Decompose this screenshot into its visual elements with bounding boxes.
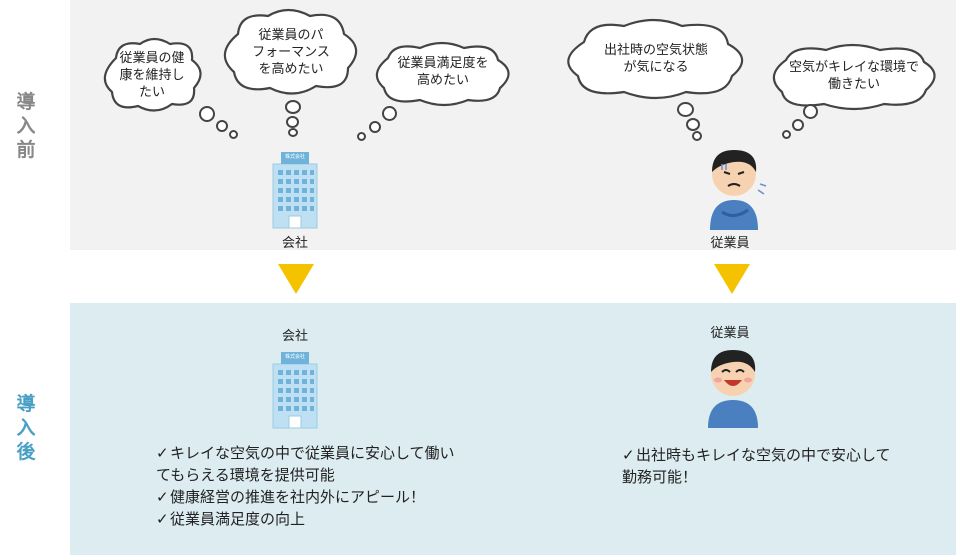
benefit-item: ✓出社時もキレイな空気の中で安心して 勤務可能！ xyxy=(622,444,932,488)
employee-caption: 従業員 xyxy=(710,326,750,341)
benefit-item: ✓従業員満足度の向上 xyxy=(156,508,516,530)
worried-employee-icon xyxy=(700,142,770,230)
company-sign-text: 株式会社 xyxy=(284,354,305,360)
thought-dot xyxy=(677,102,694,117)
thought-dot xyxy=(692,131,702,141)
before-label: 導 入 前 xyxy=(16,91,38,161)
employee-caption: 従業員 xyxy=(710,236,750,251)
thought-dot xyxy=(199,106,215,122)
benefit-text: キレイな空気の中で従業員に安心して働い てもらえる環境を提供可能 xyxy=(156,444,455,484)
employee-thought-text: 出社時の空気状態 が気になる xyxy=(603,43,708,75)
thought-dot xyxy=(288,128,298,137)
check-mark-icon: ✓ xyxy=(156,488,169,506)
employee-thought-bubble-air-state: 出社時の空気状態 が気になる xyxy=(558,18,754,100)
benefit-text: 従業員満足度の向上 xyxy=(170,510,306,528)
thought-dot xyxy=(369,121,381,133)
check-mark-icon: ✓ xyxy=(156,510,169,528)
check-mark-icon: ✓ xyxy=(156,444,169,462)
thought-dot xyxy=(285,100,301,114)
after-panel xyxy=(70,303,956,555)
benefit-text: 健康経営の推進を社内外にアピール！ xyxy=(170,488,426,506)
employee-thought-text: 空気がキレイな環境で 働きたい xyxy=(788,60,919,92)
thought-dot xyxy=(357,132,366,141)
down-arrow-icon xyxy=(714,264,750,294)
company-building-icon: 株式会社 xyxy=(271,350,319,430)
thought-dot xyxy=(286,116,299,128)
employee-thought-bubble-clean-air: 空気がキレイな環境で 働きたい xyxy=(764,43,944,111)
company-benefits-list: ✓キレイな空気の中で従業員に安心して働い てもらえる環境を提供可能 ✓健康経営の… xyxy=(156,442,516,530)
benefit-item: ✓キレイな空気の中で従業員に安心して働い てもらえる環境を提供可能 xyxy=(156,442,516,486)
thought-dot xyxy=(792,119,804,131)
company-building-icon: 株式会社 xyxy=(271,150,319,230)
company-sign-text: 株式会社 xyxy=(284,154,305,160)
check-mark-icon: ✓ xyxy=(622,446,635,464)
company-thought-bubble-performance: 従業員のパ フォーマンス を高めたい xyxy=(216,8,366,96)
company-caption: 会社 xyxy=(281,329,308,344)
thought-dot xyxy=(782,130,791,139)
happy-employee-icon xyxy=(700,344,766,428)
company-thought-text: 従業員の健 康を維持し たい xyxy=(119,50,185,100)
thought-dot xyxy=(803,104,818,119)
company-thought-text: 従業員満足度を 高めたい xyxy=(397,56,489,88)
thought-dot xyxy=(216,120,228,132)
company-thought-bubble-health: 従業員の健 康を維持し たい xyxy=(96,36,208,114)
company-thought-bubble-satisfaction: 従業員満足度を 高めたい xyxy=(368,40,518,107)
down-arrow-icon xyxy=(278,264,314,294)
after-label: 導 入 後 xyxy=(16,393,38,463)
company-caption: 会社 xyxy=(281,236,308,251)
thought-dot xyxy=(686,118,700,131)
benefit-text: 出社時もキレイな空気の中で安心して 勤務可能！ xyxy=(622,446,891,486)
employee-benefits-list: ✓出社時もキレイな空気の中で安心して 勤務可能！ xyxy=(622,444,932,488)
benefit-item: ✓健康経営の推進を社内外にアピール！ xyxy=(156,486,516,508)
company-thought-text: 従業員のパ フォーマンス を高めたい xyxy=(252,27,330,77)
thought-dot xyxy=(229,130,238,139)
thought-dot xyxy=(382,106,397,121)
